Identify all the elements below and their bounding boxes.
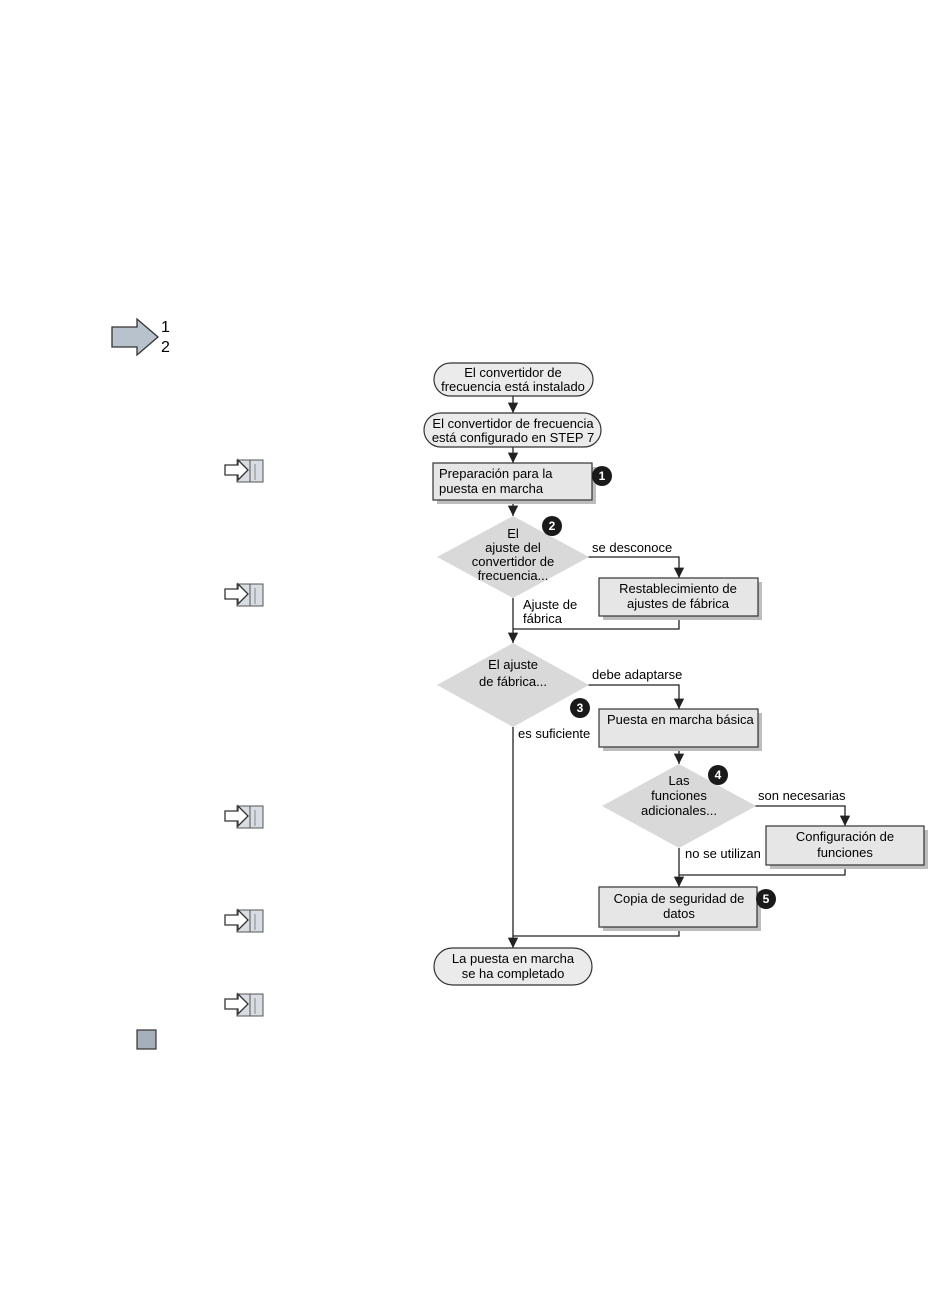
step-badge-1: 1 [592,466,612,486]
backup-process: Copia de seguridad de datos [598,886,761,931]
end-line1: La puesta en marcha [452,951,575,966]
step-badge-1-number: 1 [599,469,606,483]
decision1-line4: frecuencia... [478,568,549,583]
decision1-line1: El [507,526,519,541]
prepare-line2: puesta en marcha [439,481,544,496]
basic-commissioning-process: Puesta en marcha básica [598,708,762,751]
edge-label-factory-line1: Ajuste de [523,597,577,612]
step-badge-3-number: 3 [577,701,584,715]
start-line1: El convertidor de [464,365,562,380]
step-badge-4: 4 [708,765,728,785]
manual-reference-icon[interactable] [224,908,264,933]
step-badge-4-number: 4 [715,768,722,782]
config-line1: Configuración de [796,829,894,844]
decision-converter-setting: El ajuste del convertidor de frecuencia.… [437,516,589,598]
edge-label-necessary: son necesarias [758,788,846,803]
edge-label-sufficient: es suficiente [518,726,590,741]
end-line2: se ha completado [462,966,565,981]
manual-reference-icon[interactable] [224,582,264,607]
configure-functions-process: Configuración de funciones [765,825,928,869]
start-terminator: El convertidor de frecuencia está instal… [433,362,594,397]
end-terminator: La puesta en marcha se ha completado [433,947,593,986]
prepare-process: Preparación para la puesta en marcha [432,462,596,504]
decision1-line2: ajuste del [485,540,541,555]
edge-label-must-adapt: debe adaptarse [592,667,682,682]
edge-label-factory-line2: fábrica [523,611,563,626]
edge-label-unknown: se desconoce [592,540,672,555]
step-badge-2-number: 2 [549,519,556,533]
decision-factory-setting: El ajuste de fábrica... [437,643,589,727]
manual-reference-icon[interactable] [224,804,264,829]
decision2-line1: El ajuste [488,657,538,672]
step-badge-2: 2 [542,516,562,536]
manual-reference-icon[interactable] [224,458,264,483]
config-line2: funciones [817,845,873,860]
step-marker-line1: 1 [161,319,170,336]
edge-label-not-used: no se utilizan [685,846,761,861]
configured-terminator: El convertidor de frecuencia está config… [423,412,602,448]
end-square-icon [136,1029,157,1050]
reset-process: Restablecimiento de ajustes de fábrica [598,577,762,620]
step-arrow-icon [111,317,159,357]
step-badge-5-number: 5 [763,892,770,906]
reset-line2: ajustes de fábrica [627,596,730,611]
configured-line2: está configurado en STEP 7 [432,430,594,445]
step-marker-line2: 2 [161,339,170,356]
backup-line1: Copia de seguridad de [614,891,745,906]
decision3-line2: funciones [651,788,707,803]
configured-line1: El convertidor de frecuencia [432,416,594,431]
basic-line1: Puesta en marcha básica [607,712,754,727]
prepare-line1: Preparación para la [439,466,553,481]
decision-additional-functions: Las funciones adicionales... [602,764,756,848]
decision3-line1: Las [669,773,690,788]
manual-reference-icon[interactable] [224,992,264,1017]
decision1-line3: convertidor de [472,554,554,569]
step-badge-5: 5 [756,889,776,909]
start-line2: frecuencia está instalado [441,379,585,394]
step-badge-3: 3 [570,698,590,718]
decision2-line2: de fábrica... [479,674,547,689]
backup-line2: datos [663,906,695,921]
decision3-line3: adicionales... [641,803,717,818]
reset-line1: Restablecimiento de [619,581,737,596]
